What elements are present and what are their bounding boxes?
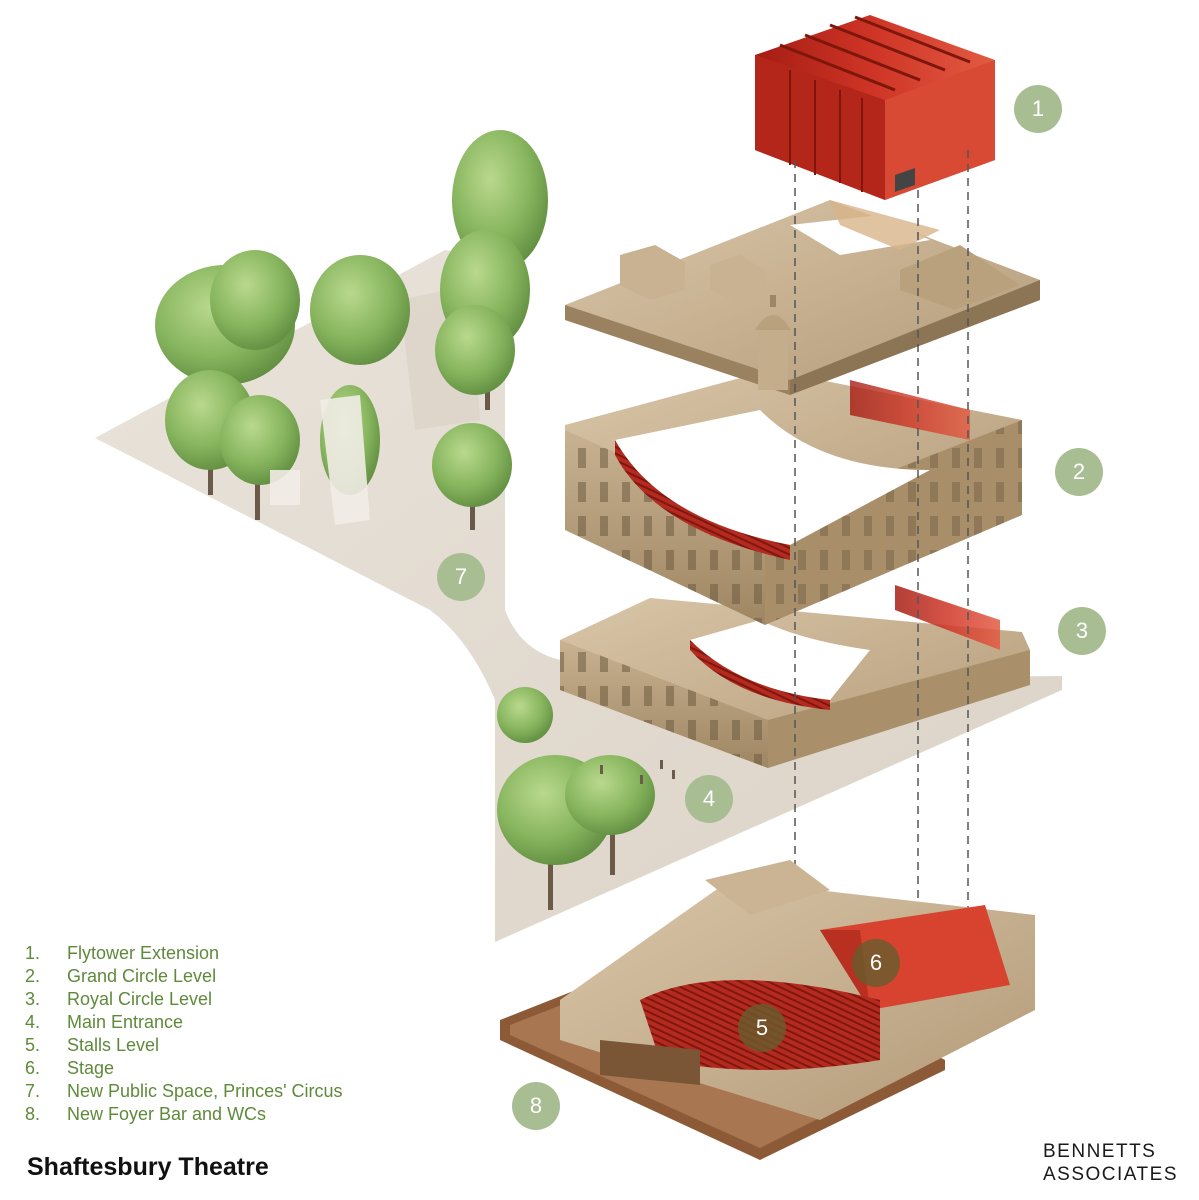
logo-line-2: ASSOCIATES bbox=[1043, 1164, 1179, 1185]
legend-item: 4. Main Entrance bbox=[25, 1011, 343, 1034]
legend-label: Royal Circle Level bbox=[67, 989, 213, 1009]
marker-grand-circle-level: 2 bbox=[1055, 448, 1103, 496]
legend-number: 8. bbox=[25, 1104, 41, 1124]
legend-item: 5. Stalls Level bbox=[25, 1034, 343, 1057]
legend-number: 6. bbox=[25, 1058, 41, 1078]
legend-number: 7. bbox=[25, 1081, 41, 1101]
marker-public-space: 7 bbox=[437, 553, 485, 601]
marker-flytower-extension: 1 bbox=[1014, 85, 1062, 133]
legend-label: New Public Space, Princes' Circus bbox=[67, 1081, 343, 1101]
legend-label: Main Entrance bbox=[67, 1012, 184, 1032]
marker-main-entrance: 4 bbox=[685, 775, 733, 823]
legend-number: 2. bbox=[25, 966, 41, 986]
legend-number: 1. bbox=[25, 943, 41, 963]
alignment-lines bbox=[794, 150, 969, 940]
marker-royal-circle-level: 3 bbox=[1058, 607, 1106, 655]
legend: 1. Flytower Extension 2. Grand Circle Leve… bbox=[25, 942, 343, 1126]
trees bbox=[155, 130, 655, 910]
legend-number: 3. bbox=[25, 989, 41, 1009]
legend-label: New Foyer Bar and WCs bbox=[67, 1104, 267, 1124]
marker-foyer-bar: 8 bbox=[512, 1082, 560, 1130]
legend-label: Grand Circle Level bbox=[67, 966, 217, 986]
legend-item: 8. New Foyer Bar and WCs bbox=[25, 1103, 343, 1126]
legend-number: 5. bbox=[25, 1035, 41, 1055]
legend-item: 1. Flytower Extension bbox=[25, 942, 343, 965]
logo-line-1: BENNETTS bbox=[1043, 1141, 1157, 1162]
legend-label: Stage bbox=[67, 1058, 115, 1078]
legend-item: 3. Royal Circle Level bbox=[25, 988, 343, 1011]
bennetts-associates-logo: BENNETTS ASSOCIATES bbox=[1043, 1140, 1178, 1186]
roof-level bbox=[565, 200, 1040, 395]
marker-stalls-level: 5 bbox=[738, 1004, 786, 1052]
legend-label: Stalls Level bbox=[67, 1035, 160, 1055]
legend-item: 2. Grand Circle Level bbox=[25, 965, 343, 988]
legend-item: 6. Stage bbox=[25, 1057, 343, 1080]
legend-label: Flytower Extension bbox=[67, 943, 220, 963]
diagram-title: Shaftesbury Theatre bbox=[27, 1153, 269, 1181]
flytower-extension bbox=[755, 15, 995, 200]
legend-item: 7. New Public Space, Princes' Circus bbox=[25, 1080, 343, 1103]
grand-circle-level bbox=[565, 370, 1022, 625]
marker-stage: 6 bbox=[852, 939, 900, 987]
legend-number: 4. bbox=[25, 1012, 41, 1032]
